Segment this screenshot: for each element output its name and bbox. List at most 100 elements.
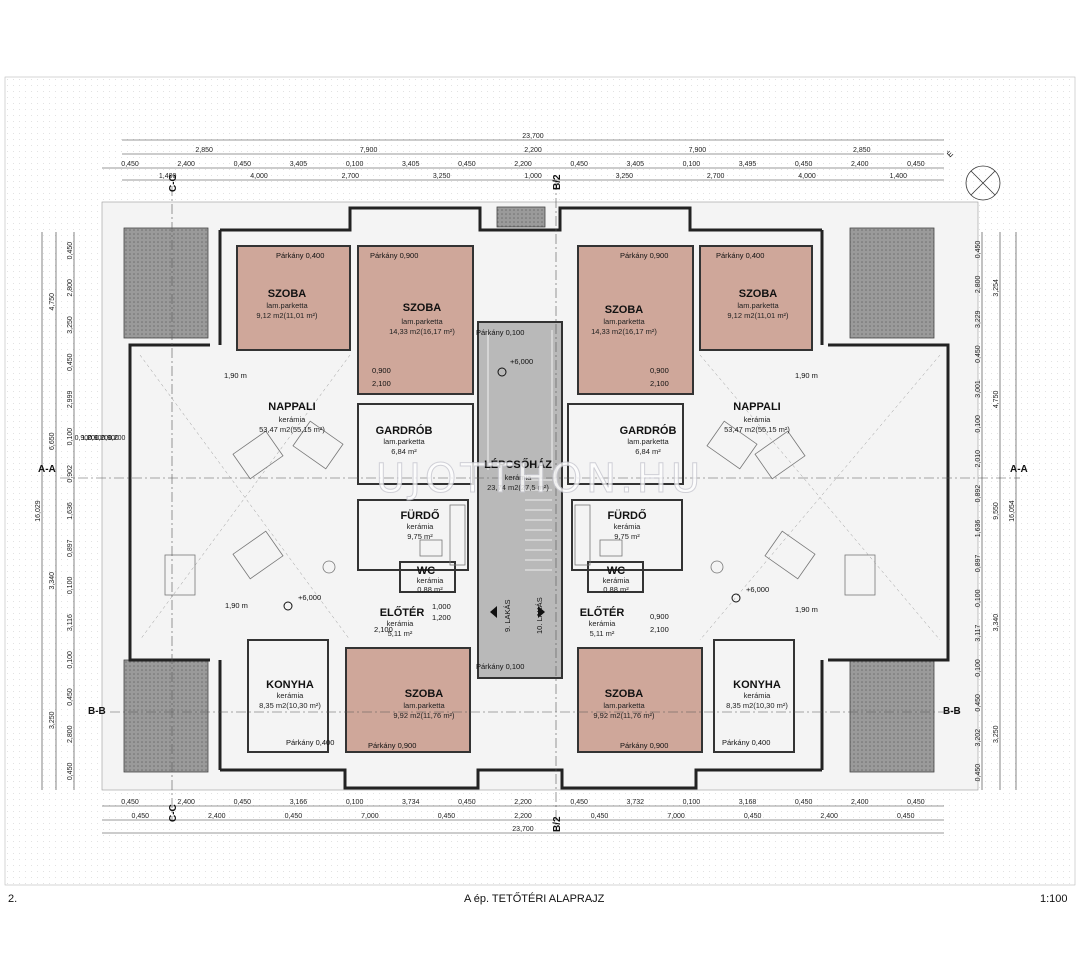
dim-right_inner-4: 3,001 [975, 380, 982, 398]
dim-right_inner-14: 3,202 [975, 729, 982, 747]
dim-right_mid-2: 9,550 [993, 502, 1000, 520]
room-fill-szoba-tc [358, 246, 473, 394]
dim-top3-12: 0,450 [795, 161, 813, 168]
dim-bot1-0: 0,450 [121, 799, 139, 806]
dim-right_inner-5: 0,100 [975, 415, 982, 433]
svg-text:8,35 m2(10,30 m²): 8,35 m2(10,30 m²) [259, 701, 321, 710]
svg-text:ELŐTÉR: ELŐTÉR [380, 606, 425, 619]
svg-text:0,88 m²: 0,88 m² [417, 585, 443, 594]
dim-left_inner-13: 2,800 [67, 725, 74, 743]
balcony-bl [123, 659, 209, 773]
room-lepcsohaz: LÉPCSŐHÁZ kerámia 23,74 m2(27,5 m²) [484, 458, 552, 492]
svg-text:5,11 m²: 5,11 m² [590, 629, 615, 638]
svg-text:lam.parketta: lam.parketta [401, 317, 443, 326]
dim-top2-3: 7,900 [689, 147, 707, 154]
dim-bot1-5: 3,734 [402, 799, 420, 806]
dim-right_inner-13: 0,450 [975, 694, 982, 712]
dim-right_inner-9: 0,897 [975, 554, 982, 572]
dim-bot1-7: 2,200 [514, 799, 532, 806]
dim-top2-4: 2,850 [853, 147, 871, 154]
dim-top3-2: 0,450 [234, 161, 252, 168]
svg-text:kerámia: kerámia [744, 691, 772, 700]
section-aa-right: A-A [1010, 464, 1028, 475]
dim-right_inner-1: 2,800 [975, 275, 982, 293]
room-eloter-right: ELŐTÉR kerámia 5,11 m² [580, 606, 625, 638]
svg-text:6,84 m²: 6,84 m² [391, 447, 417, 456]
room-szoba-tl: SZOBA lam.parketta 9,12 m2(11,01 m²) [256, 288, 318, 320]
dim-left_inner-10: 3,116 [67, 614, 74, 631]
svg-text:WC: WC [417, 565, 435, 577]
dim-top2-2: 2,200 [524, 147, 542, 154]
dim-right_inner-12: 0,100 [975, 659, 982, 677]
dim-open_left-4: 0,900 [101, 435, 119, 442]
balcony-tr [849, 227, 935, 339]
dim-right_inner-10: 0,100 [975, 589, 982, 607]
dim-top2-0: 2,850 [195, 147, 213, 154]
dim-left_inner-8: 0,897 [67, 539, 74, 557]
svg-text:SZOBA: SZOBA [405, 688, 444, 700]
svg-text:kerámia: kerámia [744, 415, 772, 424]
svg-text:kerámia: kerámia [279, 415, 307, 424]
dim-top4-1: 4,000 [250, 173, 268, 180]
north-arrow: É [945, 149, 1001, 201]
dim-top3-4: 0,100 [346, 161, 364, 168]
balconies [123, 206, 935, 773]
section-lines [60, 180, 1020, 830]
svg-text:14,33 m2(16,17 m²): 14,33 m2(16,17 m²) [389, 327, 455, 336]
svg-text:+6,000: +6,000 [298, 593, 321, 602]
svg-text:lam.parketta: lam.parketta [627, 437, 669, 446]
dim-top3-10: 0,100 [683, 161, 701, 168]
bedroom-fills [237, 246, 812, 752]
dim-left_mid-0: 4,750 [49, 293, 56, 311]
dim-bot1-8: 0,450 [570, 799, 588, 806]
room-nappali-right: NAPPALI kerámia 53,47 m2(55,15 m²) [724, 401, 790, 434]
dim-top4-2: 2,700 [342, 173, 360, 180]
dim-right_inner-15: 0,450 [975, 764, 982, 782]
svg-text:kerámia: kerámia [277, 691, 305, 700]
room-konyha-left: KONYHA kerámia 8,35 m2(10,30 m²) [259, 679, 321, 710]
svg-text:1,90 m: 1,90 m [795, 371, 818, 380]
svg-text:Párkány 0,100: Párkány 0,100 [476, 328, 524, 337]
balcony-tl [123, 227, 209, 339]
exterior-walls [128, 206, 950, 790]
dim-left_inner-5: 0,100 [67, 428, 74, 446]
room-szoba-tr: SZOBA lam.parketta 14,33 m2(16,17 m²) [591, 304, 657, 336]
svg-text:SZOBA: SZOBA [605, 304, 644, 316]
section-b2-top: B/2 [552, 174, 563, 190]
stair-treads [487, 330, 553, 571]
room-gardrob-right: GARDRÓB lam.parketta 6,84 m² [620, 424, 677, 456]
dim-top3-1: 2,400 [177, 161, 195, 168]
section-b2-bottom: B/2 [552, 816, 563, 832]
room-nappali-left: NAPPALI kerámia 53,47 m2(55,15 m²) [259, 401, 325, 434]
svg-text:SZOBA: SZOBA [739, 288, 778, 300]
dim-right_inner-11: 3,117 [975, 624, 982, 641]
svg-text:1,000: 1,000 [432, 602, 451, 611]
dim-right_inner-0: 0,450 [975, 241, 982, 259]
svg-text:9,12 m2(11,01 m²): 9,12 m2(11,01 m²) [727, 311, 789, 320]
svg-text:0,900: 0,900 [372, 366, 391, 375]
svg-text:1,200: 1,200 [432, 613, 451, 622]
dim-left_outer-0: 16,029 [35, 500, 42, 522]
svg-text:0,88 m²: 0,88 m² [603, 585, 629, 594]
dim-top3-7: 2,200 [514, 161, 532, 168]
dim-left_inner-9: 0,100 [67, 577, 74, 595]
ceiling-lines [139, 354, 941, 641]
svg-text:6,84 m²: 6,84 m² [635, 447, 661, 456]
svg-text:53,47 m2(55,15 m²): 53,47 m2(55,15 m²) [259, 425, 325, 434]
svg-text:9,92 m2(11,76 m²): 9,92 m2(11,76 m²) [393, 711, 455, 720]
dim-top4-8: 1,400 [890, 173, 908, 180]
dim-bot1-13: 2,400 [851, 799, 869, 806]
room-gardrob-left: GARDRÓB lam.parketta 6,84 m² [376, 424, 433, 456]
svg-text:kerámia: kerámia [505, 473, 533, 482]
dim-left_inner-12: 0,450 [67, 688, 74, 706]
dim-left_inner-4: 2,999 [67, 391, 74, 409]
svg-text:SZOBA: SZOBA [403, 302, 442, 314]
dim-bot1-4: 0,100 [346, 799, 364, 806]
dim-right_inner-3: 0,450 [975, 345, 982, 363]
dim-right_outer-0: 16,054 [1009, 500, 1016, 522]
svg-text:1,90 m: 1,90 m [225, 601, 248, 610]
dim-left_mid-1: 6,650 [49, 432, 56, 450]
svg-text:9,12 m2(11,01 m²): 9,12 m2(11,01 m²) [256, 311, 318, 320]
dim-left_inner-0: 0,450 [67, 242, 74, 260]
